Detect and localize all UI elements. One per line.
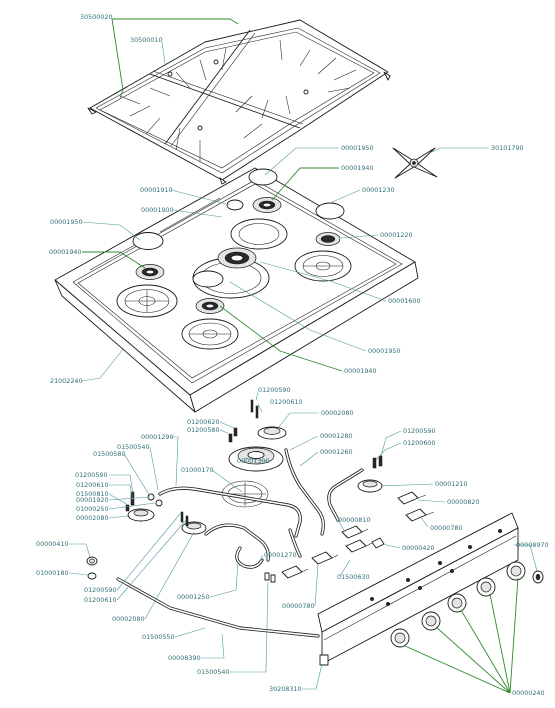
label-00001950-a: 00001950 [341,144,374,152]
label-00001250: 00001250 [177,593,210,601]
hob-top-plate [54,167,419,413]
label-00008970: 00008970 [516,541,549,549]
label-00002080-b: 00002080 [76,514,109,522]
label-00001210: 00001210 [435,480,468,488]
label-01200590-d: 01200590 [84,586,117,594]
label-01000250: 01000250 [76,505,109,513]
label-01000180: 01000180 [36,569,69,577]
label-00001940-b: 00001940 [49,248,82,256]
label-01500550: 01500550 [142,633,175,641]
label-00001950-b: 00001950 [50,218,83,226]
part-number-labels: 30500020 30500010 30101790 00001950 0000… [36,13,549,697]
label-00000810: 00000810 [338,516,371,524]
label-00001290: 00001290 [141,433,174,441]
label-00000780-b: 00000780 [282,602,315,610]
label-01200590-b: 01200590 [403,427,436,435]
label-00001300: 00001300 [237,457,270,465]
pan-support-grid [87,19,391,185]
label-00000420: 00000420 [402,544,435,552]
label-00001940-c: 00001940 [344,367,377,375]
label-00001940-a: 00001940 [341,164,374,172]
label-01200600: 01200600 [403,439,436,447]
label-01200590-c: 01200590 [75,471,108,479]
control-panel-rail [317,512,519,666]
label-01500630: 01500630 [337,573,370,581]
label-00001230: 00001230 [362,186,395,194]
label-01200610-c: 01200610 [84,596,117,604]
burner-bodies [127,426,383,535]
label-00000240: 00000240 [512,689,545,697]
label-00001270: 00001270 [264,551,297,559]
control-knobs [390,561,544,648]
label-00001950-c: 00001950 [368,347,401,355]
label-00002080-a: 00002080 [321,409,354,417]
label-01500540-b: 01500540 [197,668,230,676]
label-00001920: 00001920 [76,496,109,504]
label-00008390: 00008390 [168,654,201,662]
small-fittings [86,556,276,583]
label-01200620: 01200620 [187,418,220,426]
label-00001600: 00001600 [388,297,421,305]
gas-pipes [116,448,364,638]
label-01200580: 01200580 [187,426,220,434]
label-01500810: 01500810 [76,490,109,498]
wok-support-cross [392,147,438,179]
label-00001280: 00001280 [320,432,353,440]
label-00001910: 00001910 [140,186,173,194]
label-01200610-a: 01200610 [270,398,303,406]
label-30101790: 30101790 [491,144,524,152]
label-30208310: 30208310 [269,685,302,693]
label-30500010: 30500010 [130,36,163,44]
label-00002080-c: 00002080 [112,615,145,623]
label-00001220: 00001220 [380,231,413,239]
label-01500540-a: 01500540 [117,443,150,451]
label-01200590-a: 01200590 [258,386,291,394]
label-01000170: 01000170 [181,466,214,474]
label-01200610-b: 01200610 [76,481,109,489]
label-00000780-a: 00000780 [430,524,463,532]
label-00000410: 00000410 [36,540,69,548]
label-00001900: 00001900 [141,206,174,214]
leader-lines [68,18,538,694]
label-30500020: 30500020 [80,13,113,21]
label-01500580: 01500580 [93,450,126,458]
label-21002240: 21002240 [50,377,83,385]
label-00001260: 00001260 [320,448,353,456]
label-00000820: 00000820 [447,498,480,506]
gas-valves [281,491,435,579]
